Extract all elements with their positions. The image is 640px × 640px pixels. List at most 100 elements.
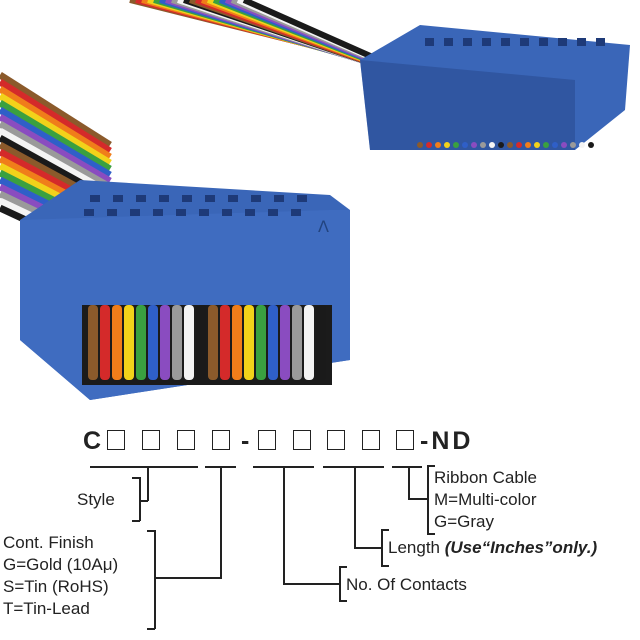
wire-end (516, 142, 522, 148)
ribbon-wire (0, 113, 112, 185)
wire-end (471, 142, 477, 148)
underline-style (90, 466, 198, 468)
contact-slot (245, 209, 255, 216)
contact-slot (228, 195, 238, 202)
part-suffix: -ND (420, 427, 474, 455)
bracket (339, 600, 347, 602)
wire-end (489, 142, 495, 148)
contact-slot (577, 38, 586, 46)
contact-slot (274, 195, 284, 202)
wire-end (462, 142, 468, 148)
part-prefix: C (83, 427, 102, 455)
code-box (177, 430, 195, 450)
wire-end (417, 142, 423, 148)
contact-slot (501, 38, 510, 46)
ribbon-wire-end (208, 305, 218, 380)
wire-end (534, 142, 540, 148)
connector-window (82, 305, 332, 385)
bracket (381, 529, 389, 531)
finish-option: G=Gold (10Aμ) (3, 555, 119, 574)
leader-line (283, 467, 285, 584)
contact-slot (199, 209, 209, 216)
ribbon-wire-end (148, 305, 158, 380)
bracket (154, 530, 156, 629)
underline-length (323, 466, 384, 468)
contact-slot (425, 38, 434, 46)
contacts-label: No. Of Contacts (346, 575, 467, 594)
pin-one-marker: Λ (318, 217, 329, 236)
contact-slot (251, 195, 261, 202)
contact-slot (159, 195, 169, 202)
code-box (293, 430, 311, 450)
contact-slot (136, 195, 146, 202)
wire-end (543, 142, 549, 148)
code-box (258, 430, 276, 450)
contact-slot (596, 38, 605, 46)
contact-slot (107, 209, 117, 216)
leader-line (147, 467, 149, 501)
ribbon-wire-end (196, 305, 206, 380)
bracket (339, 566, 347, 568)
contact-slot (558, 38, 567, 46)
bracket (427, 465, 435, 467)
code-box (142, 430, 160, 450)
ribbon-wire-end (112, 305, 122, 380)
bracket (381, 565, 389, 567)
finish-title: Cont. Finish (3, 533, 94, 552)
leader-line (408, 498, 428, 500)
ribbon-wire-end (316, 305, 326, 380)
wire-end (480, 142, 486, 148)
leader-line (220, 467, 222, 579)
bracket (132, 520, 140, 522)
wire-end (507, 142, 513, 148)
ribbon-wire (0, 99, 112, 173)
bracket (147, 530, 155, 532)
style-label: Style (77, 490, 115, 509)
ribbon-wire-end (160, 305, 170, 380)
wire-end (579, 142, 585, 148)
wire-end (552, 142, 558, 148)
ribbon-option: M=Multi-color (434, 490, 537, 509)
ribbon-wire-end (220, 305, 230, 380)
ribbon-wire-end (268, 305, 278, 380)
finish-option: T=Tin-Lead (3, 599, 90, 618)
contact-slot (205, 195, 215, 202)
leader-line (354, 547, 381, 549)
contact-slot (84, 209, 94, 216)
wire-end (498, 142, 504, 148)
contact-slot (176, 209, 186, 216)
ribbon-cable-assembly-illustration: Λ (0, 0, 630, 400)
wire-end (561, 142, 567, 148)
leader-line (140, 500, 148, 502)
ribbon-wire (0, 93, 112, 166)
length-label: Length (Use“Inches”only.) (388, 538, 597, 558)
underline-ribbon (392, 466, 422, 468)
contact-slot (153, 209, 163, 216)
length-note: (Use“Inches”only.) (444, 538, 598, 557)
ribbon-wire (0, 120, 112, 191)
leader-line (283, 583, 339, 585)
contact-slot (222, 209, 232, 216)
ribbon-wire-end (280, 305, 290, 380)
part-separator: - (241, 427, 250, 455)
leader-line (408, 467, 410, 499)
wire-end (426, 142, 432, 148)
leader-line (155, 577, 221, 579)
ribbon-wire (0, 86, 112, 160)
wire-end (453, 142, 459, 148)
wire-end (444, 142, 450, 148)
contact-slot (182, 195, 192, 202)
contact-slot (482, 38, 491, 46)
wire-end (435, 142, 441, 148)
ribbon-option: G=Gray (434, 512, 494, 531)
bracket (139, 477, 141, 521)
ribbon-wire-end (88, 305, 98, 380)
ribbon-wire-end (184, 305, 194, 380)
ribbon-wire (0, 72, 112, 148)
ribbon-wire-end (136, 305, 146, 380)
contact-slot (539, 38, 548, 46)
ribbon-wire-end (304, 305, 314, 380)
contact-slot (268, 209, 278, 216)
contact-slot (130, 209, 140, 216)
